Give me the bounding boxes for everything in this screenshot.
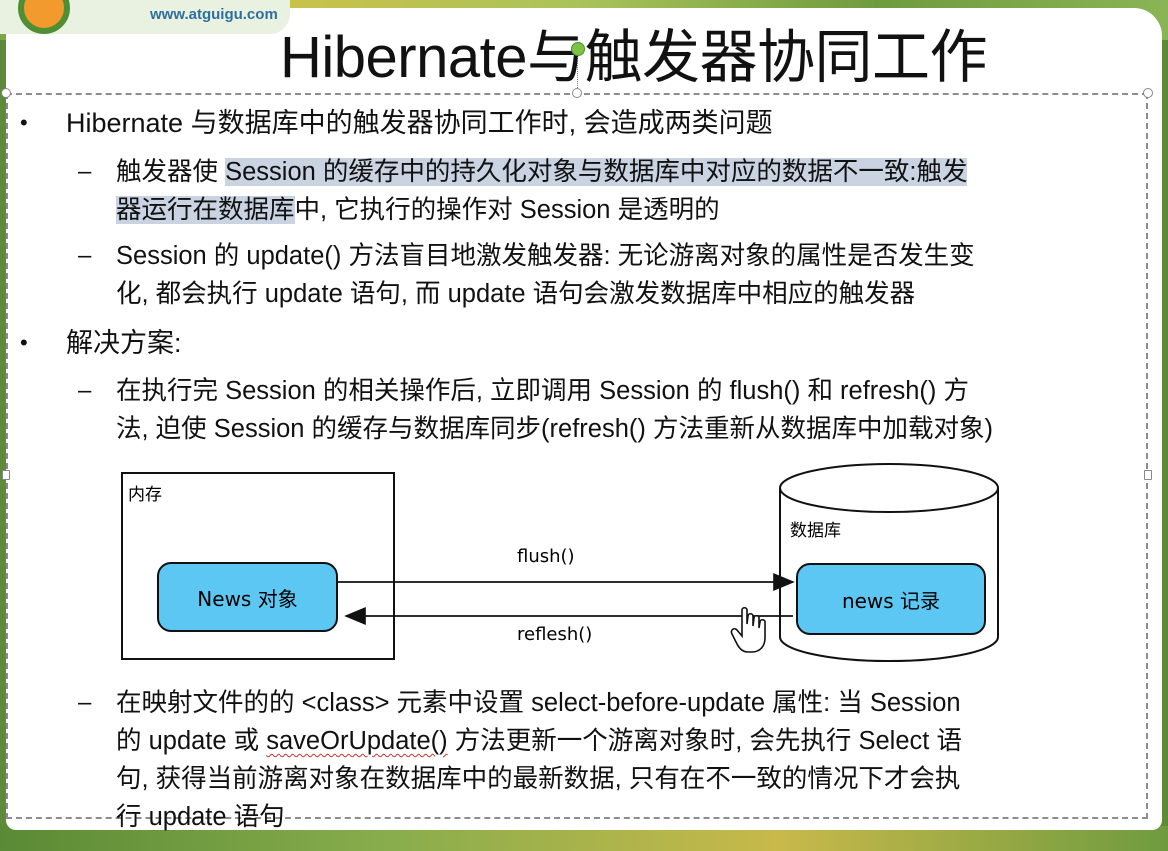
dash-marker: –	[78, 689, 92, 716]
sub-1-2-line-2: 化, 都会执行 update 语句, 而 update 语句会激发数据库中相应的…	[116, 280, 916, 308]
memory-label: 内存	[128, 485, 162, 505]
dash-marker: –	[78, 158, 92, 185]
database-cylinder-top	[779, 463, 999, 513]
resize-handle-right[interactable]	[1144, 470, 1152, 480]
resize-handle-top-right[interactable]	[1143, 88, 1153, 98]
highlighted-text[interactable]: 器运行在数据库	[116, 196, 295, 224]
dash-marker: –	[78, 377, 92, 404]
rotate-handle-icon[interactable]	[571, 42, 585, 56]
highlighted-text[interactable]: Session 的缓存中的持久化对象与数据库中对应的数据不一致:触发	[225, 158, 968, 186]
sub-2-2-line-4: 行 update 语句	[116, 803, 285, 831]
slide-title[interactable]: Hibernate与触发器协同工作	[280, 25, 988, 90]
text-fragment: 的 update 或	[116, 727, 267, 755]
sub-2-2-line-2: 的 update 或 saveOrUpdate() 方法更新一个游离对象时, 会…	[116, 722, 962, 760]
logo-url: www.atguigu.com	[150, 6, 278, 23]
sub-1-1-line-2: 器运行在数据库中, 它执行的操作对 Session 是透明的	[116, 191, 720, 229]
flush-label: flush()	[517, 546, 575, 567]
text-fragment: 方法更新一个游离对象时, 会先执行 Select 语	[447, 727, 962, 755]
resize-handle-left[interactable]	[2, 470, 10, 480]
sub-2-2-line-1: 在映射文件的的 <class> 元素中设置 select-before-upda…	[116, 689, 961, 717]
sub-2-1-line-1: 在执行完 Session 的相关操作后, 立即调用 Session 的 flus…	[116, 377, 969, 405]
text-fragment: 中, 它执行的操作对 Session 是透明的	[294, 196, 720, 224]
news-record-label: news 记录	[841, 588, 941, 613]
bullet-2: 解决方案:	[66, 328, 182, 358]
rotation-line	[577, 54, 578, 94]
news-record-box: news 记录	[796, 563, 986, 635]
news-object-box: News 对象	[157, 562, 338, 632]
resize-handle-top-left[interactable]	[1, 88, 11, 98]
refresh-label: reflesh()	[517, 624, 593, 645]
bullet-marker: •	[20, 110, 28, 135]
bullet-marker: •	[20, 330, 28, 355]
database-label: 数据库	[790, 521, 841, 541]
sub-1-1-line-1: 触发器使 Session 的缓存中的持久化对象与数据库中对应的数据不一致:触发	[116, 153, 968, 191]
sub-2-1-line-2: 法, 迫使 Session 的缓存与数据库同步(refresh() 方法重新从数…	[116, 415, 993, 443]
sub-1-2-line-1: Session 的 update() 方法盲目地激发触发器: 无论游离对象的属性…	[116, 242, 975, 270]
text-fragment: 触发器使	[116, 158, 226, 186]
logo: www.atguigu.com	[0, 0, 290, 34]
misspelled-word[interactable]: saveOrUpdate()	[266, 727, 448, 755]
resize-handle-top[interactable]	[572, 88, 582, 98]
background-bottom	[0, 826, 1168, 851]
news-object-label: News 对象	[197, 586, 298, 611]
slide-canvas[interactable]	[6, 8, 1162, 830]
sub-2-2-line-3: 句, 获得当前游离对象在数据库中的最新数据, 只有在不一致的情况下才会执	[116, 765, 961, 793]
hand-cursor-icon	[730, 606, 766, 653]
bullet-1: Hibernate 与数据库中的触发器协同工作时, 会造成两类问题	[66, 108, 773, 138]
dash-marker: –	[78, 242, 92, 269]
